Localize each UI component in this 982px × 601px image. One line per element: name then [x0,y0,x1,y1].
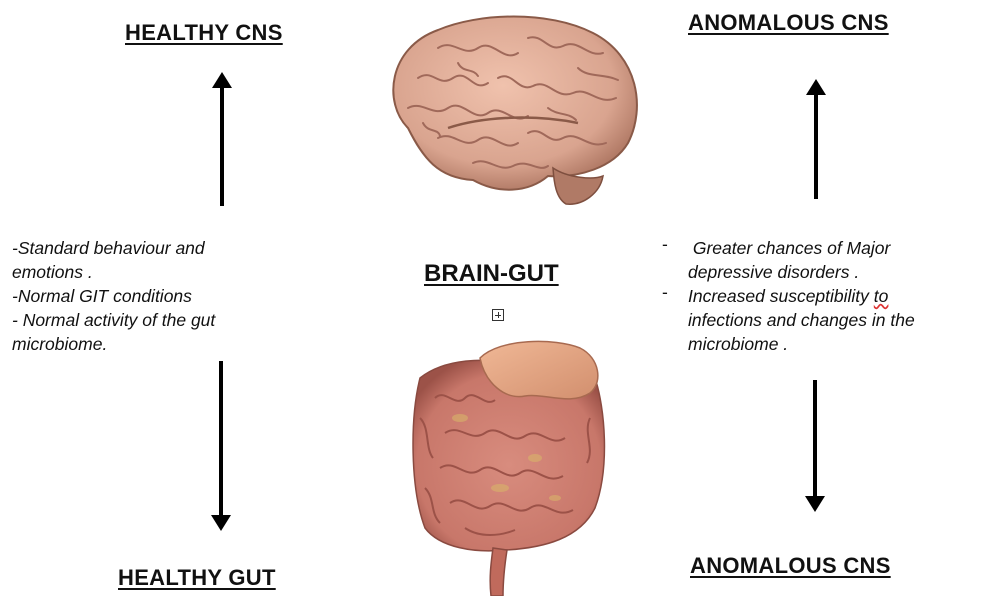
note-line: -Normal GIT conditions [12,284,215,308]
note-line: -Standard behaviour and [12,236,215,260]
note-line: infections and changes in the [688,308,915,332]
note-line: Greater chances of Major [688,236,915,260]
plus-square-icon[interactable] [492,309,504,321]
note-line: - Normal activity of the gut [12,308,215,332]
healthy-effects-notes: -Standard behaviour and emotions . -Norm… [12,236,215,356]
healthy-gut-heading: HEALTHY GUT [118,565,276,591]
note-line: microbiome . [688,332,915,356]
anomalous-effects-notes: - Greater chances of Major depressive di… [662,236,915,356]
list-item: - Increased susceptibility to infections… [662,284,915,356]
anomalous-cns-heading-top: ANOMALOUS CNS [688,10,889,36]
gut-illustration [405,338,613,601]
spellcheck-flagged-word: to [874,286,889,306]
note-text: Increased susceptibility [688,286,874,306]
healthy-cns-heading: HEALTHY CNS [125,20,283,46]
arrow-down-left [208,361,234,531]
arrow-up-left [209,72,235,206]
note-line: Increased susceptibility to [688,284,915,308]
brain-gut-label: BRAIN-GUT [424,260,559,288]
note-line: depressive disorders . [688,260,915,284]
list-item: - Greater chances of Major depressive di… [662,236,915,284]
anomalous-cns-heading-bottom: ANOMALOUS CNS [690,553,891,579]
bullet-dash: - [662,280,668,304]
bullet-dash: - [662,232,668,256]
arrow-up-right [803,79,829,199]
note-line: microbiome. [12,332,215,356]
arrow-down-right [802,380,828,512]
note-line: emotions . [12,260,215,284]
brain-illustration [378,8,650,213]
